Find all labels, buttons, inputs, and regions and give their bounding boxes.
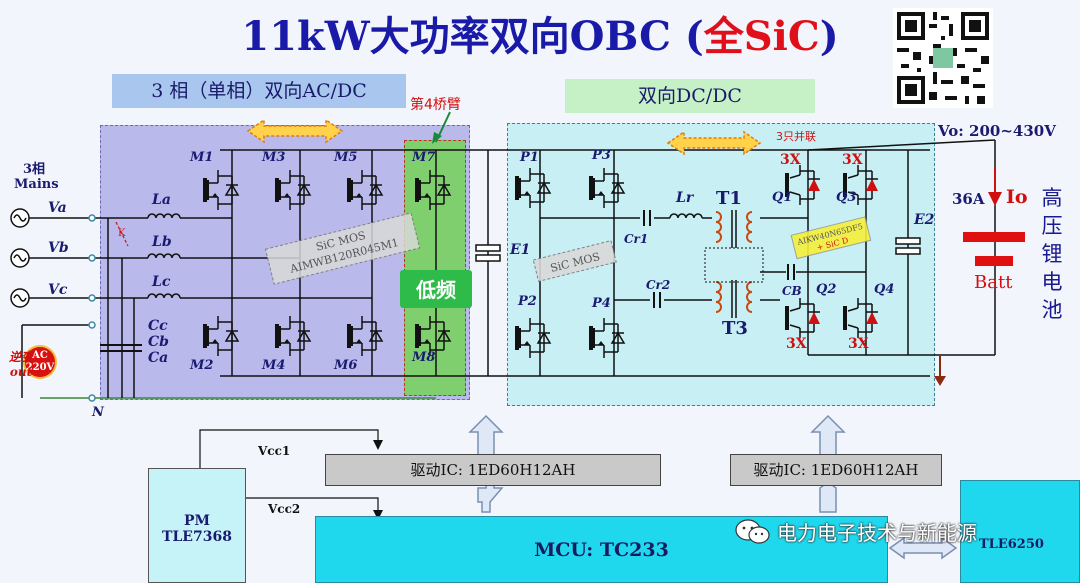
switch-m2: M2 (190, 358, 214, 373)
parallel-label: 3只并联 (776, 130, 816, 143)
switch-p2: P2 (518, 294, 537, 309)
driver-ic-left: 驱动IC: 1ED60H12AH (325, 454, 661, 486)
cap-e2: E2 (914, 212, 935, 228)
switch-m6: M6 (334, 358, 358, 373)
watermark-text: 电力电子技术与新能源 (777, 521, 977, 545)
switch-q1: Q1 (772, 190, 793, 205)
hv-battery-char: 锂 (1041, 242, 1063, 266)
pm-chip: TLE7368 (162, 529, 232, 545)
neutral-label: N (92, 405, 104, 420)
cap-ca: Ca (148, 350, 169, 366)
output-current: 36A (952, 190, 985, 208)
relay-k: K (118, 228, 126, 239)
switch-m1: M1 (190, 150, 214, 165)
phase-vc: Vc (48, 282, 68, 298)
switch-q3: Q3 (836, 190, 857, 205)
cap-cr2: Cr2 (646, 278, 671, 292)
hv-battery-char: 池 (1041, 298, 1063, 322)
phase-vb: Vb (48, 240, 69, 256)
inductor-lb: Lb (152, 234, 172, 250)
switch-m3: M3 (262, 150, 286, 165)
battery-label: Batt (974, 272, 1013, 293)
hv-battery-char: 电 (1041, 270, 1063, 294)
title-highlight: 全SiC (703, 13, 820, 60)
driver-ic-right: 驱动IC: 1ED60H12AH (730, 454, 942, 486)
inductor-la: La (152, 192, 171, 208)
vcc1-label: Vcc1 (258, 444, 291, 458)
hv-battery-char: 压 (1041, 214, 1063, 238)
acdc-header: 3 相（单相）双向AC/DC (112, 74, 406, 108)
transformer-t1: T1 (716, 188, 742, 209)
inductor-lr: Lr (676, 190, 694, 206)
page-title: 11kW大功率双向OBC (全SiC) (0, 4, 1080, 62)
switch-p4: P4 (592, 296, 611, 311)
ac-source-line2: 220V (26, 362, 55, 373)
inverter-label-line1: 逆变 (8, 350, 33, 364)
bridge4-region (404, 140, 466, 396)
switch-p1: P1 (520, 150, 539, 165)
mains-label-line1: 3相 (22, 162, 46, 177)
switch-m8: M8 (412, 350, 436, 365)
multiplier-q4: 3X (848, 336, 869, 352)
bridge4-label: 第4桥臂 (410, 97, 461, 113)
ac-source-line1: AC (31, 350, 48, 361)
switch-q4: Q4 (874, 282, 895, 297)
mcu-label: MCU: TC233 (534, 539, 669, 561)
output-voltage: Vo: 200~430V (938, 122, 1056, 140)
io-label: Io (1006, 186, 1028, 208)
cap-cb-res: CB (782, 284, 802, 298)
mains-label: 3相 Mains (14, 158, 59, 192)
vcc2-label: Vcc2 (268, 502, 301, 516)
mains-label-line2: Mains (14, 177, 59, 192)
multiplier-q3: 3X (842, 152, 863, 168)
hv-battery-label: 高 压 锂 电 池 (1040, 184, 1064, 324)
transceiver-block: TLE6250 (960, 480, 1080, 583)
switch-m4: M4 (262, 358, 286, 373)
low-freq-badge (400, 270, 472, 308)
dcdc-header: 双向DC/DC (565, 79, 815, 113)
multiplier-q2: 3X (786, 336, 807, 352)
double-arrow-icon (666, 130, 762, 156)
qr-code-icon (893, 8, 993, 108)
title-main: 11kW大功率双向OBC ( (241, 13, 704, 60)
cap-cc: Cc (148, 318, 168, 334)
switch-q2: Q2 (816, 282, 837, 297)
ac-220v-source-icon (23, 345, 57, 379)
phase-va: Va (48, 200, 67, 216)
cap-e1: E1 (510, 242, 531, 258)
inductor-lc: Lc (152, 274, 171, 290)
switch-m5: M5 (334, 150, 358, 165)
pm-label: PM (183, 513, 211, 529)
title-close: ) (819, 13, 839, 60)
low-freq-label: 低频 (415, 278, 456, 302)
cap-cr1: Cr1 (624, 232, 649, 246)
transformer-t3: T3 (722, 318, 748, 339)
mcu-block: MCU: TC233 (315, 516, 888, 583)
multiplier-q1: 3X (780, 152, 801, 168)
inverter-label: 逆变 out (6, 348, 36, 379)
switch-m7: M7 (412, 150, 436, 165)
watermark: 电力电子技术与新能源 (735, 517, 977, 546)
inverter-label-line2: out (9, 365, 33, 379)
double-arrow-icon (246, 118, 344, 144)
cap-cb: Cb (148, 334, 169, 350)
hv-battery-char: 高 (1041, 186, 1063, 210)
wechat-icon (735, 518, 770, 544)
pm-block: PM TLE7368 (148, 468, 246, 583)
switch-p3: P3 (592, 148, 611, 163)
transceiver-label: TLE6250 (979, 537, 1044, 552)
